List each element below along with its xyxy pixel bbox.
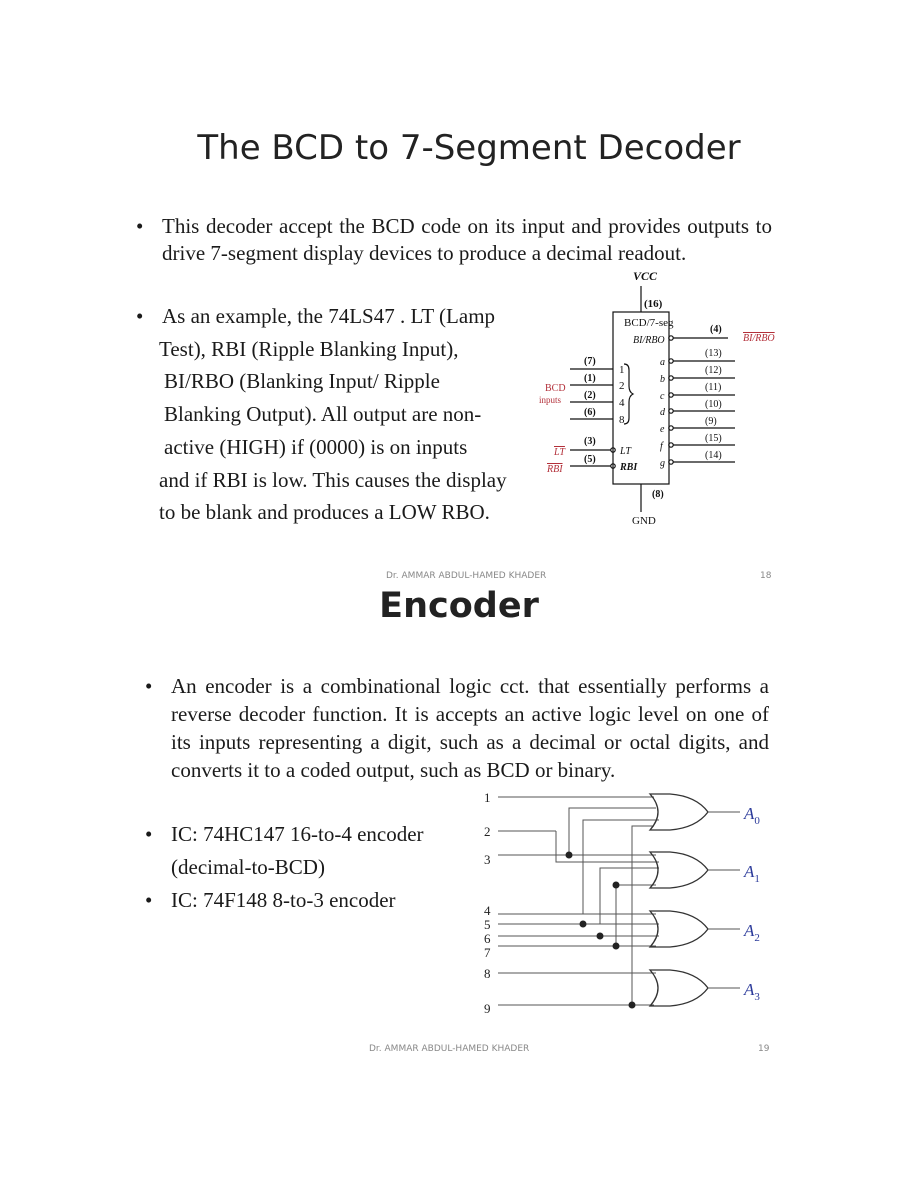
output-subscript: 3 [754, 991, 760, 1003]
slide1-bullet-2: As an example, the 74LS47 . LT (Lamp Tes… [136, 300, 556, 529]
gnd-label: GND [632, 515, 656, 527]
rbi-internal: RBI [619, 462, 638, 473]
output-pin: (11) [705, 382, 721, 393]
slide2-bullet-1: An encoder is a combinational logic cct.… [145, 672, 769, 784]
bullet2-line: and if RBI is low. This causes the displ… [159, 467, 507, 492]
rbi-pin: (5) [584, 454, 596, 465]
lt-internal: LT [619, 446, 632, 457]
bullet2-line: As an example, the 74LS47 . LT (Lamp [162, 304, 496, 328]
output-letter: A [743, 804, 755, 823]
encoder-input-label: 1 [484, 790, 491, 805]
bullet2-line: active (HIGH) if (0000) is on inputs [164, 434, 468, 459]
bullet2-line: (decimal-to-BCD) [171, 855, 325, 879]
output-pin: (15) [705, 433, 722, 444]
slide2-bullet-3: IC: 74F148 8-to-3 encoder [145, 884, 475, 917]
output-name: e [660, 424, 665, 435]
input-weight: 4 [619, 397, 625, 409]
output-a2: A2 [743, 921, 760, 944]
bullet2-line: to be blank and produces a LOW RBO. [159, 500, 490, 525]
output-pin: (14) [705, 450, 722, 461]
slide1-footer-author: Dr. AMMAR ABDUL-HAMED KHADER [386, 571, 547, 581]
output-pin: (10) [705, 399, 722, 410]
decoder-chip-diagram: VCC (16) BCD/7-seg BI/RBO (4) BI/RBO (7)… [539, 269, 775, 527]
slide2-page-number: 19 [758, 1044, 770, 1054]
lt-pin: (3) [584, 436, 596, 447]
output-letter: A [743, 862, 755, 881]
output-a0: A0 [743, 804, 760, 827]
slide1-page-number: 18 [760, 571, 772, 581]
vcc-pin: (16) [644, 298, 663, 310]
input-pin: (6) [584, 407, 596, 418]
slide1-title: The BCD to 7-Segment Decoder [197, 128, 741, 168]
encoder-input-label: 2 [484, 824, 491, 839]
output-name: a [660, 357, 665, 368]
bullet2-line: IC: 74HC147 16-to-4 encoder [171, 822, 424, 846]
slide1-bullet-list-2: As an example, the 74LS47 . LT (Lamp Tes… [136, 300, 556, 529]
slide2-bullet-list-2: IC: 74HC147 16-to-4 encoder (decimal-to-… [145, 818, 475, 917]
output-pin: (13) [705, 348, 722, 359]
slide1-bullet-list: This decoder accept the BCD code on its … [136, 213, 772, 267]
output-a1: A1 [743, 862, 760, 885]
lt-external: LT [553, 447, 566, 458]
encoder-input-label: 8 [484, 966, 491, 981]
input-weight: 1 [619, 364, 625, 376]
bullet2-line: Test), RBI (Ripple Blanking Input), [159, 336, 459, 361]
vcc-label: VCC [633, 269, 658, 283]
encoder-input-label: 7 [484, 945, 491, 960]
input-pin: (1) [584, 373, 596, 384]
output-subscript: 2 [754, 932, 760, 944]
bcd-inputs-label: inputs [539, 395, 562, 405]
encoder-input-label: 6 [484, 931, 491, 946]
output-pin: (9) [705, 416, 717, 427]
bi-rbo-external: BI/RBO [743, 333, 775, 344]
input-weight: 2 [619, 380, 625, 392]
output-letter: A [743, 980, 755, 999]
bcd-label: BCD [545, 383, 566, 394]
slide2-title: Encoder [379, 586, 539, 626]
chip-name: BCD/7-seg [624, 317, 674, 329]
encoder-input-label: 5 [484, 917, 491, 932]
encoder-input-label: 4 [484, 903, 491, 918]
encoder-input-label: 3 [484, 852, 491, 867]
slide2-bullet-list: An encoder is a combinational logic cct.… [145, 672, 769, 784]
gnd-pin: (8) [652, 489, 664, 500]
slide1-bullet-1: This decoder accept the BCD code on its … [136, 213, 772, 267]
encoder-circuit-diagram: 1 2 3 4 5 6 7 8 9 A0 A1 A2 A3 [484, 790, 760, 1016]
bullet2-line: BI/RBO (Blanking Input/ Ripple [164, 369, 440, 394]
bi-rbo-pin: (4) [710, 324, 722, 335]
output-name: d [660, 407, 666, 418]
input-pin: (7) [584, 356, 596, 367]
bullet2-line: Blanking Output). All output are non- [164, 402, 482, 427]
output-name: b [660, 374, 665, 385]
output-letter: A [743, 921, 755, 940]
output-name: c [660, 391, 665, 402]
slide2-bullet-2: IC: 74HC147 16-to-4 encoder (decimal-to-… [145, 818, 475, 884]
output-name: f [660, 441, 664, 452]
input-weight: 8 [619, 414, 625, 426]
slide2-footer-author: Dr. AMMAR ABDUL-HAMED KHADER [369, 1044, 530, 1054]
bi-rbo-internal: BI/RBO [633, 335, 665, 346]
input-pin: (2) [584, 390, 596, 401]
output-name: g [660, 458, 665, 469]
output-subscript: 1 [754, 873, 760, 885]
output-a3: A3 [743, 980, 760, 1003]
output-pin: (12) [705, 365, 722, 376]
encoder-input-label: 9 [484, 1001, 491, 1016]
rbi-external: RBI [546, 464, 563, 475]
output-subscript: 0 [754, 815, 760, 827]
